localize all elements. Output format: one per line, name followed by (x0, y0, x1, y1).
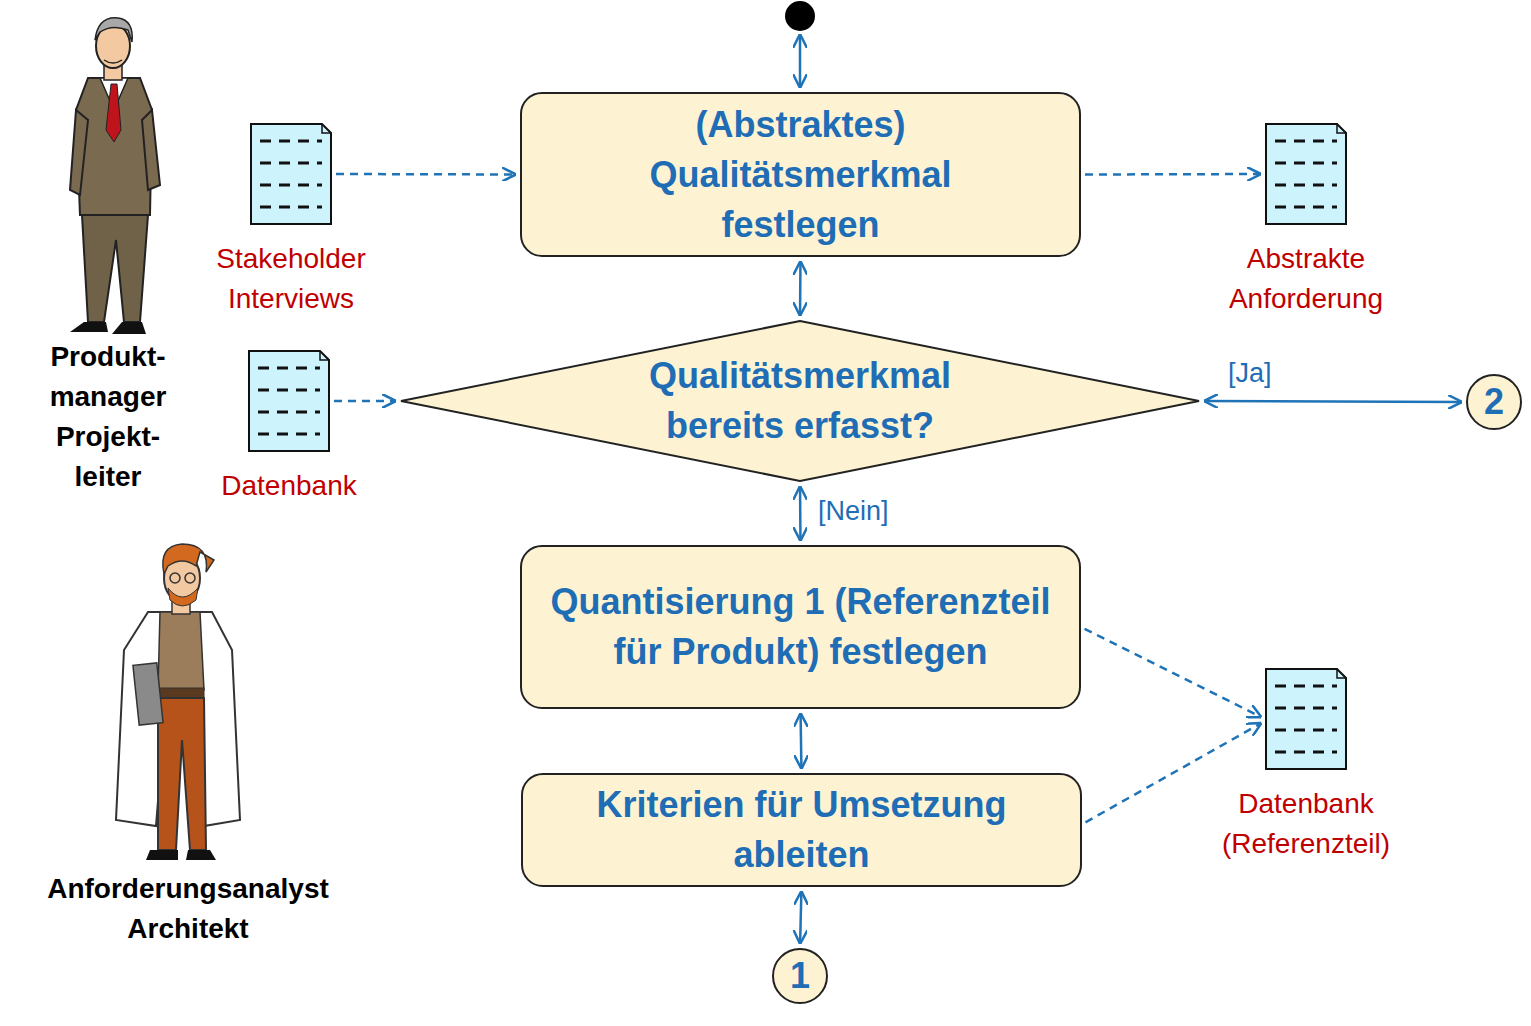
document-line (1275, 206, 1337, 209)
document-fold (1337, 124, 1346, 133)
document-icon: Datenbank (Referenzteil) (1265, 668, 1347, 770)
actor-label: Produkt- manager Projekt- leiter (38, 337, 178, 497)
document-icon: Stakeholder Interviews (250, 123, 332, 225)
callout-number: 1 (790, 956, 810, 996)
control-flow-arrow (799, 261, 802, 316)
document-icon: Datenbank (248, 350, 330, 452)
document-outline (251, 124, 331, 224)
document-shape (1265, 668, 1347, 770)
manager-figure (70, 18, 160, 334)
node-text-group: 2 (1484, 382, 1504, 422)
document-line (1275, 685, 1337, 688)
document-line (1275, 729, 1337, 732)
node-text-group: Kriterien für Umsetzung ableiten (552, 780, 1052, 880)
node-text-group: (Abstraktes) Qualitätsmerkmal festlegen (611, 100, 991, 250)
analyst-figure (116, 544, 240, 860)
document-line (258, 367, 320, 370)
document-line (1275, 140, 1337, 143)
document-line (1275, 162, 1337, 165)
control-flow-arrow (799, 486, 802, 541)
document-line (260, 206, 322, 209)
document-line (258, 389, 320, 392)
data-flow-arrow (1085, 723, 1261, 822)
diamond-shape (400, 320, 1200, 482)
document-line (1275, 751, 1337, 754)
document-outline (1266, 124, 1346, 224)
document-outline (249, 351, 329, 451)
document-line (260, 140, 322, 143)
diamond-outline (401, 321, 1199, 481)
process-box: Kriterien für Umsetzung ableiten (521, 773, 1082, 887)
decision-diamond: Qualitätsmerkmal bereits erfasst? (400, 320, 1200, 482)
document-fold (320, 351, 329, 360)
document-shape (248, 350, 330, 452)
connector-circle: 1 (772, 948, 828, 1004)
node-label: Quantisierung 1 (Referenzteil für Produk… (531, 577, 1071, 677)
document-shape (1265, 123, 1347, 225)
node-text-group: 1 (790, 956, 810, 996)
process-box: (Abstraktes) Qualitätsmerkmal festlegen (520, 92, 1081, 257)
start-arrow (799, 34, 802, 88)
document-line (1275, 707, 1337, 710)
guard-label: [Ja] (1228, 356, 1272, 390)
data-flow-arrow (1085, 629, 1262, 717)
node-label: Kriterien für Umsetzung ableiten (552, 780, 1052, 880)
process-box: Quantisierung 1 (Referenzteil für Produk… (520, 545, 1081, 709)
document-line (260, 162, 322, 165)
data-flow-arrow (336, 173, 516, 176)
control-flow-arrow (800, 891, 801, 944)
document-shape (250, 123, 332, 225)
node-label: Qualitätsmerkmal bereits erfasst? (610, 351, 990, 451)
document-caption: Abstrakte Anforderung (1201, 239, 1411, 319)
document-fold (1337, 669, 1346, 678)
document-line (260, 184, 322, 187)
data-flow-arrow (1085, 173, 1261, 176)
start-node (785, 1, 815, 31)
document-outline (1266, 669, 1346, 769)
control-flow-arrow (1204, 400, 1462, 403)
data-flow-arrow (334, 400, 396, 403)
document-fold (322, 124, 331, 133)
document-caption: Datenbank (Referenzteil) (1191, 784, 1421, 864)
node-label: (Abstraktes) Qualitätsmerkmal festlegen (611, 100, 991, 250)
document-line (258, 433, 320, 436)
actor-label: Anforderungsanalyst Architekt (10, 869, 366, 949)
guard-label: [Nein] (818, 494, 889, 528)
document-line (1275, 184, 1337, 187)
callout-number: 2 (1484, 382, 1504, 422)
document-line (258, 411, 320, 414)
node-text-group: Qualitätsmerkmal bereits erfasst? (610, 351, 990, 451)
document-icon: Abstrakte Anforderung (1265, 123, 1347, 225)
connector-circle: 2 (1466, 374, 1522, 430)
control-flow-arrow (799, 713, 802, 769)
document-caption: Datenbank (179, 466, 399, 506)
document-caption: Stakeholder Interviews (186, 239, 396, 319)
node-text-group: Quantisierung 1 (Referenzteil für Produk… (531, 577, 1071, 677)
